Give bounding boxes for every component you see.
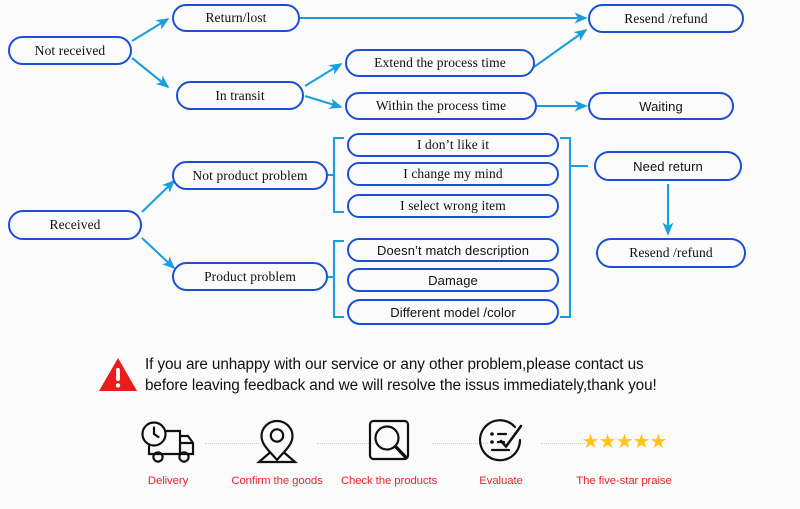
notice-line-1: If you are unhappy with our service or a… (145, 356, 644, 373)
node-return-lost[interactable]: Return/lost (172, 4, 300, 32)
notice-line-2: before leaving feedback and we will reso… (145, 377, 657, 394)
flowchart-section: Not received Received Return/lost In tra… (8, 4, 746, 325)
bracket-product-problem-group (332, 239, 344, 319)
node-resend-refund-top[interactable]: Resend /refund (588, 4, 744, 33)
node-different-model-color[interactable]: Different model /color (347, 299, 559, 325)
node-product-problem[interactable]: Product problem (172, 262, 328, 291)
service-steps-strip: Delivery Confirm the goods (0, 415, 800, 509)
node-damage[interactable]: Damage (347, 268, 559, 292)
arrow-not-received-to-in-transit (131, 57, 170, 89)
flowchart-connectors (131, 12, 674, 319)
location-pin-icon (212, 415, 342, 469)
node-change-my-mind[interactable]: I change my mind (347, 162, 559, 186)
node-need-return[interactable]: Need return (594, 151, 742, 181)
five-stars-icon: ★★★★★ (539, 415, 709, 469)
step-five-star-praise[interactable]: ★★★★★ The five-star praise (539, 415, 709, 487)
step-confirm-goods[interactable]: Confirm the goods (212, 415, 342, 487)
step-label: Confirm the goods (231, 475, 323, 487)
arrow-received-to-product-problem (141, 237, 176, 270)
bracket-all-reasons-group (560, 136, 572, 319)
node-received[interactable]: Received (8, 210, 142, 240)
node-doesnt-match-description[interactable]: Doesn’t match description (347, 238, 559, 262)
magnifier-icon (324, 415, 454, 469)
step-connector-1 (205, 443, 263, 444)
notice-banner: If you are unhappy with our service or a… (0, 340, 800, 410)
warning-triangle-icon (97, 357, 139, 393)
notice-text: If you are unhappy with our service or a… (145, 354, 657, 396)
step-label: Check the products (340, 475, 438, 487)
step-evaluate[interactable]: Evaluate (436, 415, 566, 487)
node-resend-refund-bottom[interactable]: Resend /refund (596, 238, 746, 268)
node-not-received[interactable]: Not received (8, 36, 132, 65)
arrow-received-to-not-product-problem (141, 179, 176, 213)
node-not-product-problem[interactable]: Not product problem (172, 161, 328, 190)
step-delivery[interactable]: Delivery (103, 415, 233, 487)
node-select-wrong-item[interactable]: I select wrong item (347, 194, 559, 218)
step-label: The five-star praise (576, 475, 672, 487)
arrow-in-transit-to-extend-time (304, 63, 343, 87)
step-connector-3 (432, 443, 488, 444)
step-label: Delivery (147, 475, 189, 487)
step-label: Evaluate (479, 475, 523, 487)
delivery-truck-icon (103, 415, 233, 469)
arrow-extend-time-to-resend-refund (533, 29, 588, 68)
step-connector-2 (317, 443, 375, 444)
stars-glyphs: ★★★★★ (581, 431, 668, 453)
node-waiting[interactable]: Waiting (588, 92, 734, 120)
node-in-transit[interactable]: In transit (176, 81, 304, 110)
step-check-products[interactable]: Check the products (324, 415, 454, 487)
bracket-not-product-problem-group (332, 136, 344, 214)
step-connector-4 (541, 443, 589, 444)
arrow-in-transit-to-within-time (304, 94, 343, 109)
checklist-icon (436, 415, 566, 469)
node-within-process-time[interactable]: Within the process time (345, 92, 537, 120)
arrow-not-received-to-return-lost (131, 18, 170, 42)
node-extend-process-time[interactable]: Extend the process time (345, 49, 535, 77)
node-dont-like-it[interactable]: I don’t like it (347, 133, 559, 157)
